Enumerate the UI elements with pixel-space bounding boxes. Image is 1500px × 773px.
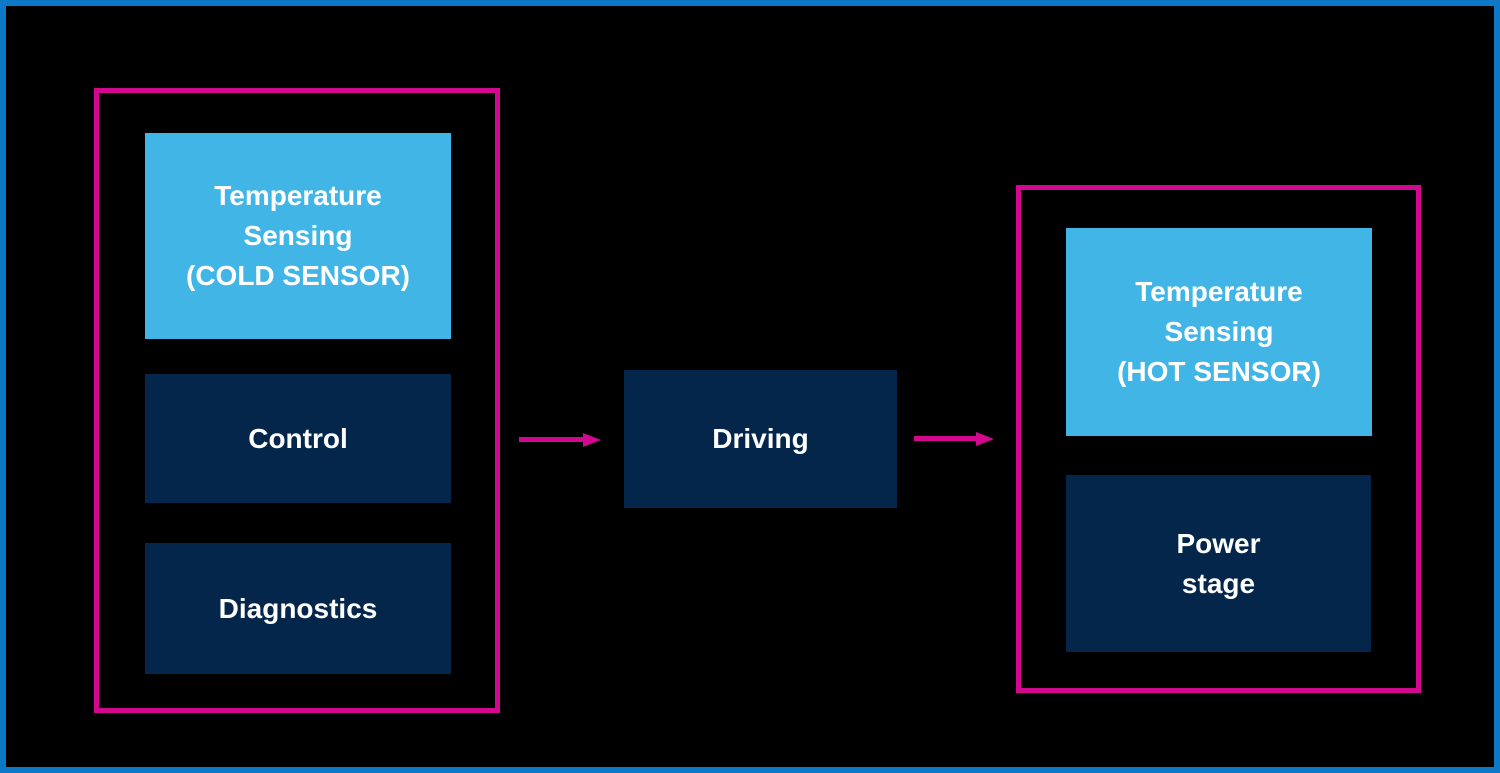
block-control: Control (145, 374, 451, 503)
block-temperature-sensing-hot: Temperature Sensing (HOT SENSOR) (1066, 228, 1372, 436)
block-label-line: Control (248, 422, 348, 454)
block-label-line: Sensing (1164, 316, 1274, 347)
block-label-line: (HOT SENSOR) (1117, 356, 1321, 387)
hot-side-group-outline (1016, 185, 1421, 693)
block-temperature-sensing-cold: Temperature Sensing (COLD SENSOR) (145, 133, 451, 339)
block-label-line: Driving (712, 423, 809, 454)
arrow-driving-to-right-group (914, 432, 994, 446)
block-label-line: Power (1176, 527, 1261, 559)
block-label-line: Temperature (214, 180, 382, 211)
block-label-line: (COLD SENSOR) (186, 260, 410, 291)
block-label-line: Sensing (243, 220, 353, 251)
block-driving: Driving (624, 370, 897, 508)
cold-side-group-outline (94, 88, 500, 713)
block-diagnostics: Diagnostics (145, 543, 451, 674)
arrow-shaft (914, 436, 980, 441)
block-power-stage: Power stage (1066, 475, 1371, 652)
block-label-line: Temperature (1135, 276, 1303, 307)
arrow-right-head-icon (583, 433, 601, 447)
arrow-left-group-to-driving (519, 433, 601, 447)
block-label-line: Diagnostics (218, 592, 378, 624)
block-label-line: stage (1181, 567, 1256, 599)
arrow-shaft (519, 437, 587, 442)
arrow-right-head-icon (976, 432, 994, 446)
